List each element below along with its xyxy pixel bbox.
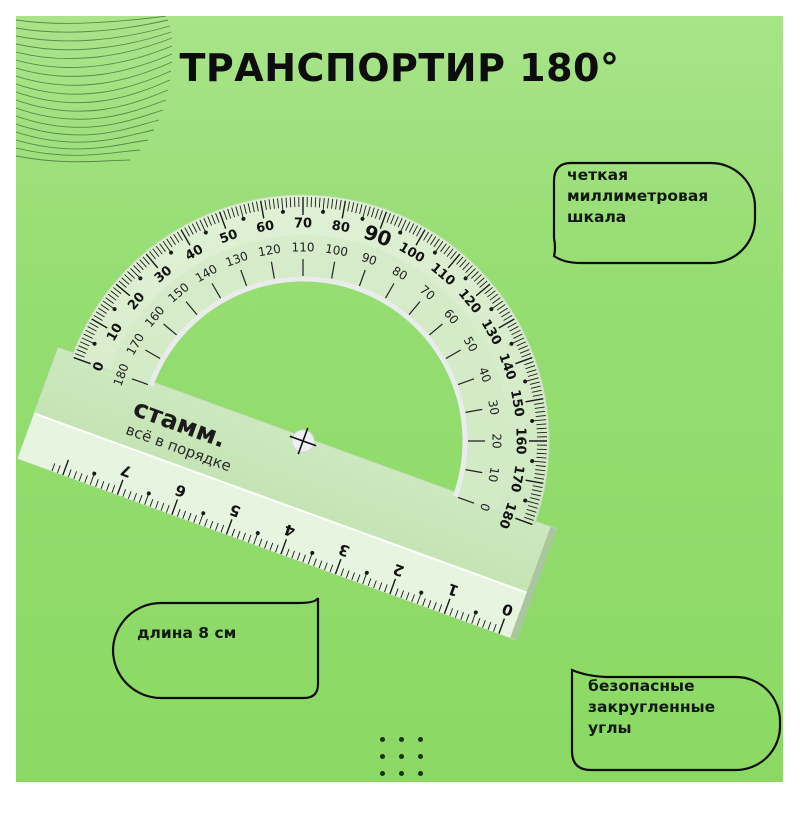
svg-text:50: 50 bbox=[461, 334, 481, 354]
svg-text:60: 60 bbox=[255, 218, 275, 236]
callout-corners-text: безопасные закругленные углы bbox=[588, 676, 715, 739]
callout-bubble-length bbox=[111, 597, 320, 700]
svg-text:50: 50 bbox=[218, 227, 240, 247]
svg-text:70: 70 bbox=[294, 217, 312, 232]
svg-text:0: 0 bbox=[477, 501, 493, 513]
svg-text:40: 40 bbox=[476, 365, 494, 384]
svg-text:10: 10 bbox=[485, 466, 501, 483]
page-title: ТРАНСПОРТИР 180° bbox=[179, 46, 620, 90]
svg-text:80: 80 bbox=[390, 264, 410, 284]
callout-line: длина 8 см bbox=[137, 624, 237, 642]
callout-line: миллиметровая bbox=[567, 187, 709, 205]
svg-text:110: 110 bbox=[292, 241, 315, 255]
decorative-contour-lines bbox=[16, 16, 173, 163]
svg-text:120: 120 bbox=[257, 242, 282, 260]
callout-line: углы bbox=[588, 719, 632, 737]
svg-text:150: 150 bbox=[507, 389, 526, 418]
svg-text:100: 100 bbox=[324, 242, 349, 260]
callout-bubble-scale bbox=[552, 161, 757, 265]
callout-line: закругленные bbox=[588, 698, 716, 716]
callout-line: четкая bbox=[567, 166, 629, 184]
svg-text:30: 30 bbox=[485, 399, 501, 416]
callout-scale-text: четкая миллиметровая шкала bbox=[567, 165, 708, 228]
svg-text:80: 80 bbox=[330, 218, 350, 236]
svg-text:20: 20 bbox=[490, 433, 504, 448]
svg-text:90: 90 bbox=[360, 250, 379, 268]
callout-line: безопасные bbox=[588, 677, 695, 695]
dot-grid-decoration bbox=[376, 733, 436, 782]
callout-bubble-corners bbox=[570, 668, 782, 772]
svg-text:160: 160 bbox=[513, 427, 528, 454]
svg-text:170: 170 bbox=[507, 464, 526, 493]
callout-length-text: длина 8 см bbox=[137, 623, 236, 644]
callout-line: шкала bbox=[567, 208, 627, 226]
